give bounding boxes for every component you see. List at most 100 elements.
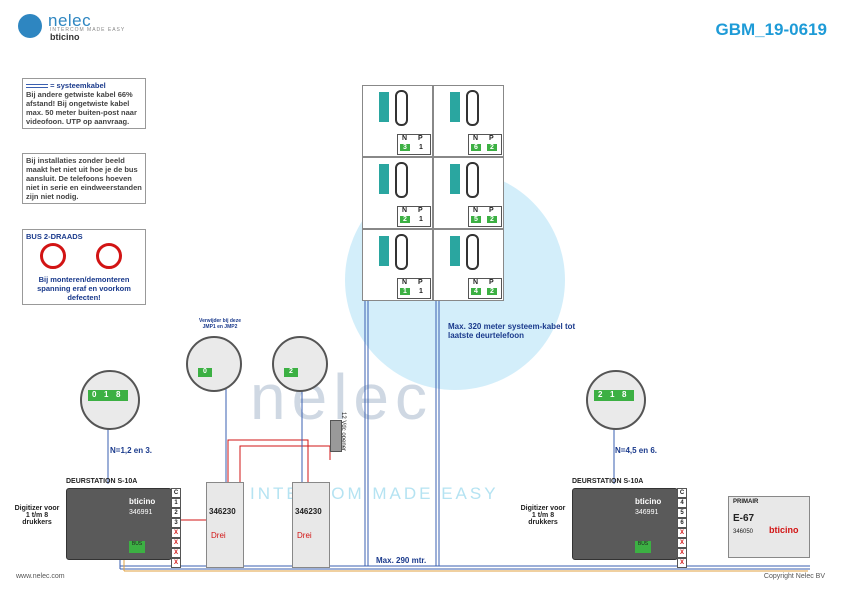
phone-unit: N P 1 1 xyxy=(362,229,433,301)
p-label: P xyxy=(418,207,423,214)
handset-icon xyxy=(466,162,479,198)
phone-terminal-block xyxy=(450,92,460,122)
door-station-right: bticino 346991 BUS xyxy=(572,488,678,560)
module-label: Drei xyxy=(297,531,312,540)
n-value: 1 xyxy=(400,288,410,295)
handset-icon xyxy=(395,234,408,270)
power-supply: PRIMAIR E-67 bticino 346050 xyxy=(728,496,810,558)
footer-copyright: Copyright Nelec BV xyxy=(763,573,825,580)
n-label: N xyxy=(473,279,479,286)
np-switch: N P 3 1 xyxy=(397,134,431,155)
jumper-note: Verwijder bij deze JMP1 en JMP2 xyxy=(199,318,241,330)
terminal: X xyxy=(171,548,181,558)
handset-icon xyxy=(466,234,479,270)
door-station-title: DEURSTATION S-10A xyxy=(66,478,138,485)
p-value: 1 xyxy=(419,288,423,295)
power-supply-brand: bticino xyxy=(769,525,799,535)
max-system-label: Max. 320 meter systeem-kabel tot laatste… xyxy=(448,322,576,340)
phone-terminal-block xyxy=(450,236,460,266)
phone-terminal-block xyxy=(379,236,389,266)
np-switch: N P 2 1 xyxy=(397,206,431,227)
p-label: P xyxy=(418,135,423,142)
n-value: 2 xyxy=(400,216,410,223)
dial-digit: 0 xyxy=(203,368,207,375)
door-station-title: DEURSTATION S-10A xyxy=(572,478,644,485)
cable-note-box: = systeemkabel Bij andere getwiste kabel… xyxy=(22,78,146,129)
module-code: 346230 xyxy=(295,507,322,516)
dial-row: 2 1 8 xyxy=(594,390,634,401)
power-supply-code: 346050 xyxy=(733,529,754,535)
n-value: 4 xyxy=(471,288,481,295)
pointer-lines xyxy=(107,386,615,484)
dial-row: 2 xyxy=(284,368,298,377)
dial-digit: 2 xyxy=(289,368,293,375)
phone-unit: N P 2 1 xyxy=(362,157,433,229)
terminal: 4 xyxy=(677,498,687,508)
system-cable-symbol xyxy=(26,84,48,89)
door-station-terminals: C 4 5 6 X X X X xyxy=(677,488,687,568)
bus-label: BUS xyxy=(637,541,649,547)
zoom-circle-module-1: 0 xyxy=(186,336,242,392)
dial-row: 0 1 8 xyxy=(88,390,128,401)
max-290-label: Max. 290 mtr. xyxy=(376,556,427,565)
door-station-terminals: C 1 2 3 X X X X xyxy=(171,488,181,568)
door-station-brand: bticino xyxy=(635,497,662,506)
polarity-note-box: Bij installaties zonder beeld maakt het … xyxy=(22,153,146,204)
legend-row: = systeemkabel xyxy=(26,81,142,90)
door-station-left: bticino 346991 BUS xyxy=(66,488,172,560)
dial-digit: 8 xyxy=(116,390,121,399)
p-value: 1 xyxy=(419,216,423,223)
digitizer-label: Digitizer voor 1 t/m 8 drukkers xyxy=(14,505,60,526)
n-label: N xyxy=(402,135,408,142)
terminal: 3 xyxy=(171,518,181,528)
handset-icon xyxy=(395,90,408,126)
np-switch: N P 4 2 xyxy=(468,278,502,299)
p-label: P xyxy=(489,279,494,286)
warning-icons xyxy=(26,241,142,275)
terminal: X xyxy=(677,538,687,548)
module-346230: 346230 Drei xyxy=(292,482,330,568)
p-value: 2 xyxy=(487,144,497,151)
door-station-brand: bticino xyxy=(129,497,156,506)
door-station-code: 346991 xyxy=(129,509,153,516)
no-plug-icon xyxy=(40,243,66,269)
p-label: P xyxy=(418,279,423,286)
handset-icon xyxy=(466,90,479,126)
p-value: 1 xyxy=(419,144,423,151)
phone-unit: N P 4 2 xyxy=(433,229,504,301)
bus-connector: BUS xyxy=(635,541,651,553)
module-label: Drei xyxy=(211,531,226,540)
brand-name: nelec xyxy=(48,11,92,30)
p-label: P xyxy=(489,207,494,214)
n-right-label: N=4,5 en 6. xyxy=(615,446,658,455)
terminal: C xyxy=(171,488,181,498)
terminal: C xyxy=(677,488,687,498)
p-value: 2 xyxy=(487,216,497,223)
door-lock-icon xyxy=(330,420,342,452)
dial-row: 0 xyxy=(198,368,212,377)
n-value: 6 xyxy=(471,144,481,151)
polarity-note: Bij installaties zonder beeld maakt het … xyxy=(26,156,142,201)
terminal: 6 xyxy=(677,518,687,528)
phone-grid: N P 3 1 N P 6 2 N P 2 1 N P 5 2 xyxy=(362,85,504,301)
phone-terminal-block xyxy=(450,164,460,194)
dial-digit: 0 xyxy=(92,390,97,399)
handset-icon xyxy=(395,162,408,198)
bus-connector: BUS xyxy=(129,541,145,553)
power-supply-model: E-67 xyxy=(733,513,755,524)
footer-website[interactable]: www.nelec.com xyxy=(16,573,65,580)
legend-label: = systeemkabel xyxy=(50,81,106,90)
bus-label: BUS xyxy=(131,541,143,547)
np-switch: N P 5 2 xyxy=(468,206,502,227)
np-switch: N P 6 2 xyxy=(468,134,502,155)
brand-logo-icon xyxy=(18,14,42,38)
zoom-circle-right: 2 1 8 xyxy=(586,370,646,430)
np-switch: N P 1 1 xyxy=(397,278,431,299)
dial-digit: 1 xyxy=(104,390,109,399)
phone-unit: N P 5 2 xyxy=(433,157,504,229)
terminal: X xyxy=(677,528,687,538)
no-voltage-icon xyxy=(96,243,122,269)
dial-digit: 2 xyxy=(598,390,603,399)
bus-warning-box: BUS 2-DRAADS Bij monteren/demonteren spa… xyxy=(22,229,146,305)
phone-unit: N P 3 1 xyxy=(362,85,433,157)
